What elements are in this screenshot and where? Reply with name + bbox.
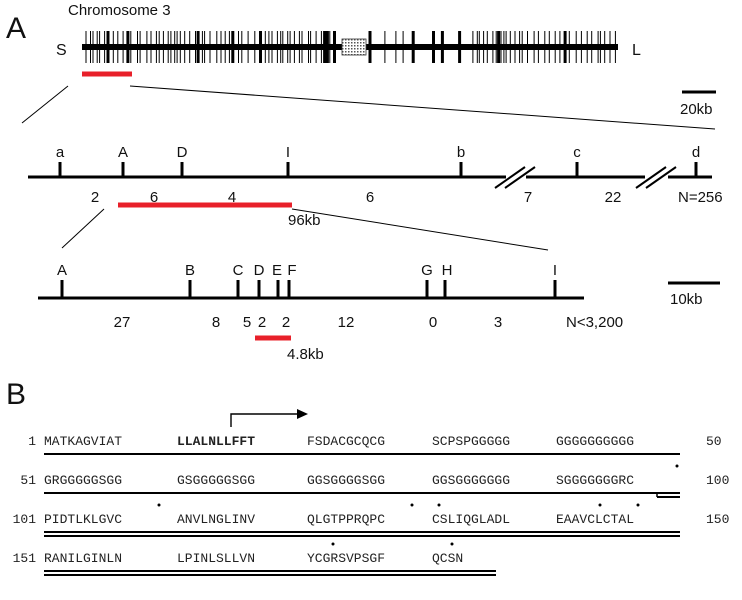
marker-label-A: A <box>57 262 67 279</box>
panel-b-label: B <box>6 378 26 411</box>
sequence-block: GGGGGGGGGG <box>556 434 634 449</box>
residue-end-number: 50 <box>706 434 722 449</box>
interval-count: 2 <box>258 314 266 331</box>
zoom-line-left <box>21 85 69 124</box>
marker-label-I: I <box>286 144 290 161</box>
region-size-4-8kb: 4.8kb <box>287 346 324 363</box>
marker-label-B: B <box>185 262 195 279</box>
interval-count: 2 <box>282 314 290 331</box>
interval-count: 6 <box>366 189 374 206</box>
chromosome-end-s: S <box>56 42 67 59</box>
axis-break <box>635 166 667 189</box>
interval-count: 5 <box>243 314 251 331</box>
residue-end-number: 100 <box>706 473 729 488</box>
marker-label-a: a <box>56 144 65 161</box>
sequence-block: EAAVCLCTAL <box>556 512 634 527</box>
genetic-map-2: A B C D E F G H I 27 8 5 2 2 12 0 3 N<3,… <box>38 262 623 331</box>
interval-count: 4 <box>228 189 236 206</box>
marker-label-H: H <box>442 262 453 279</box>
sequence-block: SGGGGGGGRC <box>556 473 634 488</box>
marker-label-D: D <box>254 262 265 279</box>
residue-start-number: 151 <box>13 551 37 566</box>
chromosome-marker-ticks <box>85 31 616 63</box>
cysteine-dot <box>437 503 441 507</box>
sequence-block: YCGRSVPSGF <box>307 551 385 566</box>
interval-count: 2 <box>91 189 99 206</box>
residue-end-number: 150 <box>706 512 729 527</box>
marker-label-A: A <box>118 144 128 161</box>
signal-peptide-arrow-icon <box>230 409 308 427</box>
scale-label-20kb: 20kb <box>680 101 713 118</box>
sequence-block: CSLIQGLADL <box>432 512 510 527</box>
chromosome-end-l: L <box>632 42 641 59</box>
interval-count: 3 <box>494 314 502 331</box>
zoom-line-left-2 <box>61 208 105 249</box>
sequence-block: FSDACGCQCG <box>307 434 385 449</box>
sample-count-2: N<3,200 <box>566 314 623 331</box>
axis-break <box>494 166 526 189</box>
sequence-block: SCPSPGGGGG <box>432 434 510 449</box>
interval-count: 12 <box>338 314 355 331</box>
cysteine-dot <box>598 503 602 507</box>
sequence-block: RANILGINLN <box>44 551 122 566</box>
residue-start-number: 51 <box>20 473 36 488</box>
marker-label-F: F <box>287 262 296 279</box>
cysteine-dot <box>675 464 679 468</box>
sequence-block: ANVLNGLINV <box>177 512 255 527</box>
scale-label-10kb: 10kb <box>670 291 703 308</box>
marker-label-d: d <box>692 144 700 161</box>
residue-start-number: 101 <box>13 512 37 527</box>
sequence-block: GGSGGGGGGG <box>432 473 510 488</box>
interval-count: 7 <box>524 189 532 206</box>
sequence-block: GSGGGGGSGG <box>177 473 255 488</box>
cysteine-dot <box>331 542 335 546</box>
interval-count: 27 <box>114 314 131 331</box>
sequence-block: MATKAGVIAT <box>44 434 122 449</box>
sample-count-1: N=256 <box>678 189 723 206</box>
marker-label-D: D <box>177 144 188 161</box>
cysteine-dot <box>410 503 414 507</box>
sequence-block: GRGGGGGSGG <box>44 473 122 488</box>
cysteine-dot <box>636 503 640 507</box>
marker-label-E: E <box>272 262 282 279</box>
residue-start-number: 1 <box>28 434 36 449</box>
interval-count: 6 <box>150 189 158 206</box>
sequence-block: LPINLSLLVN <box>177 551 255 566</box>
sequence-block: QCSN <box>432 551 463 566</box>
interval-count: 22 <box>605 189 622 206</box>
zoom-line-right <box>129 85 716 130</box>
marker-label-C: C <box>233 262 244 279</box>
marker-label-G: G <box>421 262 433 279</box>
genetic-map-1: a A D I b c d 2 6 4 6 7 22 N=256 <box>28 144 723 206</box>
interval-count: 0 <box>429 314 437 331</box>
zoom-line-right-2 <box>291 208 549 251</box>
centromere <box>341 38 367 56</box>
panel-a-label: A <box>6 12 26 45</box>
chromosome-bar <box>82 31 618 63</box>
sequence-block: QLGTPPRQPC <box>307 512 385 527</box>
marker-label-c: c <box>573 144 581 161</box>
sequence-block-bold: LLALNLLFFT <box>177 434 255 449</box>
marker-label-b: b <box>457 144 465 161</box>
sequence-block: PIDTLKLGVC <box>44 512 122 527</box>
marker-label-I: I <box>553 262 557 279</box>
cysteine-dot <box>450 542 454 546</box>
chromosome-title: Chromosome 3 <box>68 2 171 19</box>
sequence-block: GGSGGGGSGG <box>307 473 385 488</box>
cysteine-dot <box>157 503 161 507</box>
region-size-96kb: 96kb <box>288 212 321 229</box>
interval-count: 8 <box>212 314 220 331</box>
